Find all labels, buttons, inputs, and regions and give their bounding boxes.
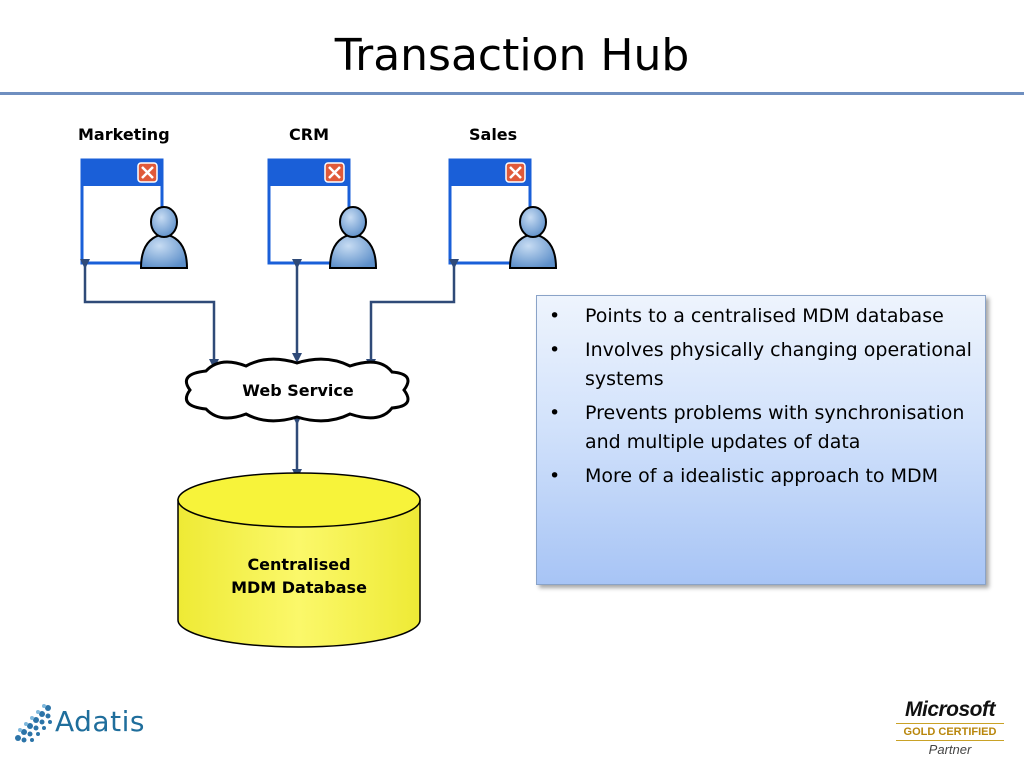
adatis-logo-icon (15, 704, 52, 743)
crm-user-icon (328, 206, 378, 269)
title-divider (0, 92, 1024, 95)
crm-window-icon (267, 158, 351, 265)
bullet-text: Points to a centralised MDM database (585, 305, 944, 327)
bullet-marker: • (549, 339, 561, 361)
microsoft-partner-logo: Microsoft GOLD CERTIFIED Partner (890, 698, 1010, 762)
page-title: Transaction Hub (334, 30, 690, 81)
bullet-item: • More of a idealistic approach to MDM (545, 462, 975, 491)
web-service-label: Web Service (242, 381, 354, 400)
bullet-item: • Involves physically changing operationa… (545, 336, 975, 394)
system-label-marketing: Marketing (78, 125, 170, 144)
mdm-database-icon (177, 472, 421, 648)
sales-window-icon (448, 158, 532, 265)
system-label-crm: CRM (289, 125, 329, 144)
database-label-line2: MDM Database (231, 578, 367, 597)
partner-label: Partner (928, 742, 972, 757)
bullet-marker: • (549, 465, 561, 487)
connector-sales-webservice (366, 259, 459, 369)
gold-certified-label: GOLD CERTIFIED (896, 723, 1004, 741)
bullet-list: • Points to a centralised MDM database • I… (537, 296, 985, 491)
adatis-logo-text: Adatis (55, 705, 145, 738)
bullet-marker: • (549, 305, 561, 327)
web-service-cloud (185, 357, 410, 423)
sales-user-icon (508, 206, 558, 269)
bullet-text: Involves physically changing operational… (585, 339, 972, 390)
bullet-text: More of a idealistic approach to MDM (585, 465, 939, 487)
system-label-sales: Sales (469, 125, 518, 144)
bullet-text: Prevents problems with synchronisation a… (585, 402, 965, 453)
bullet-item: • Prevents problems with synchronisation … (545, 399, 975, 457)
database-label-line1: Centralised (247, 555, 351, 574)
bullet-item: • Points to a centralised MDM database (545, 302, 975, 331)
bullet-callout-box: • Points to a centralised MDM database • I… (536, 295, 986, 585)
connector-marketing-webservice (80, 259, 219, 369)
database-label: Centralised MDM Database (178, 553, 420, 599)
bullet-marker: • (549, 402, 561, 424)
microsoft-wordmark: Microsoft (905, 698, 996, 721)
